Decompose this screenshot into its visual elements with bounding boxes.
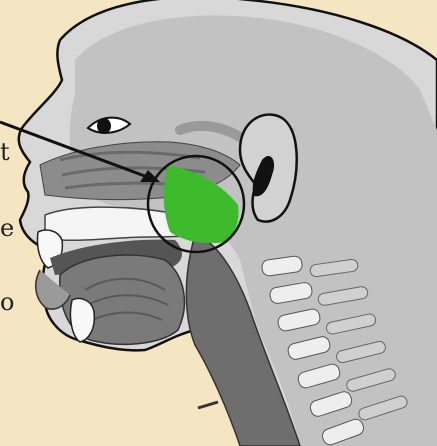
margin-text-1: t — [0, 140, 10, 164]
margin-text-3: o — [0, 290, 14, 314]
margin-text-2: e — [0, 216, 14, 240]
larynx-mark — [198, 402, 218, 408]
eye-pupil — [97, 118, 111, 134]
